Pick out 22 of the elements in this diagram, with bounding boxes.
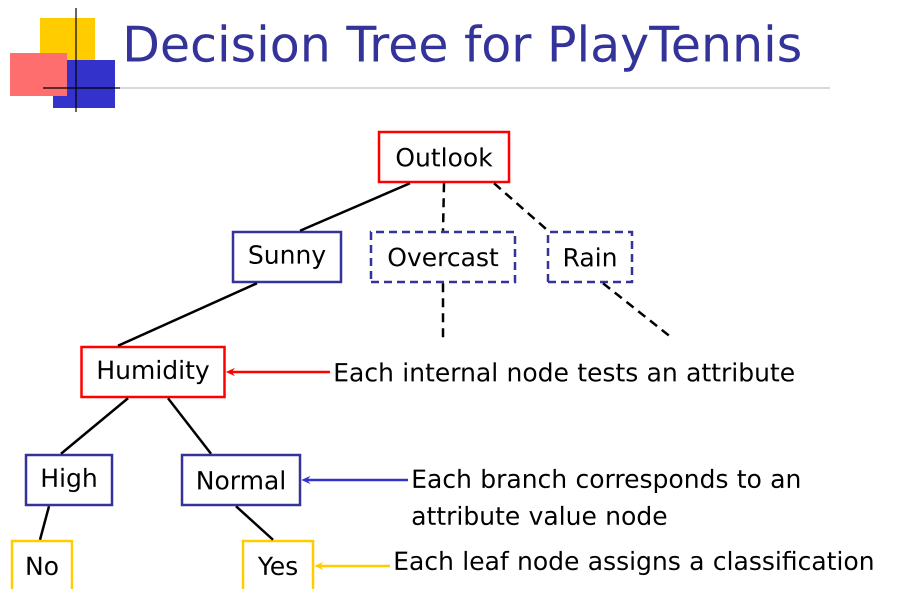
leaf-box: Yes	[242, 540, 314, 589]
branch-line	[60, 397, 129, 455]
branch-line	[167, 397, 212, 455]
branch-box: Normal	[180, 454, 302, 506]
branch-line	[118, 282, 258, 347]
branch-box-dashed: Rain	[546, 230, 634, 284]
branch-box-dashed: Overcast	[370, 230, 516, 284]
note-text: Each internal node tests an attribute	[336, 362, 794, 382]
attribute-box: Humidity	[80, 346, 226, 398]
attribute-box: Outlook	[378, 130, 510, 184]
note-text: Each branch corresponds to an attribute value node	[412, 468, 800, 526]
branch-line	[300, 182, 410, 232]
branch-line	[38, 506, 50, 540]
branch-box: Sunny	[232, 230, 342, 284]
note-text: Each leaf node assigns a classification	[396, 550, 872, 576]
branch-box: High	[24, 454, 114, 506]
dashed-branch-line	[442, 183, 446, 231]
dashed-branch-line	[493, 182, 549, 232]
leaf-box: No	[10, 540, 74, 589]
dashed-branch-line	[442, 283, 444, 340]
branch-line	[235, 505, 274, 541]
title: Decision Tree for PlayTennis	[127, 24, 800, 72]
